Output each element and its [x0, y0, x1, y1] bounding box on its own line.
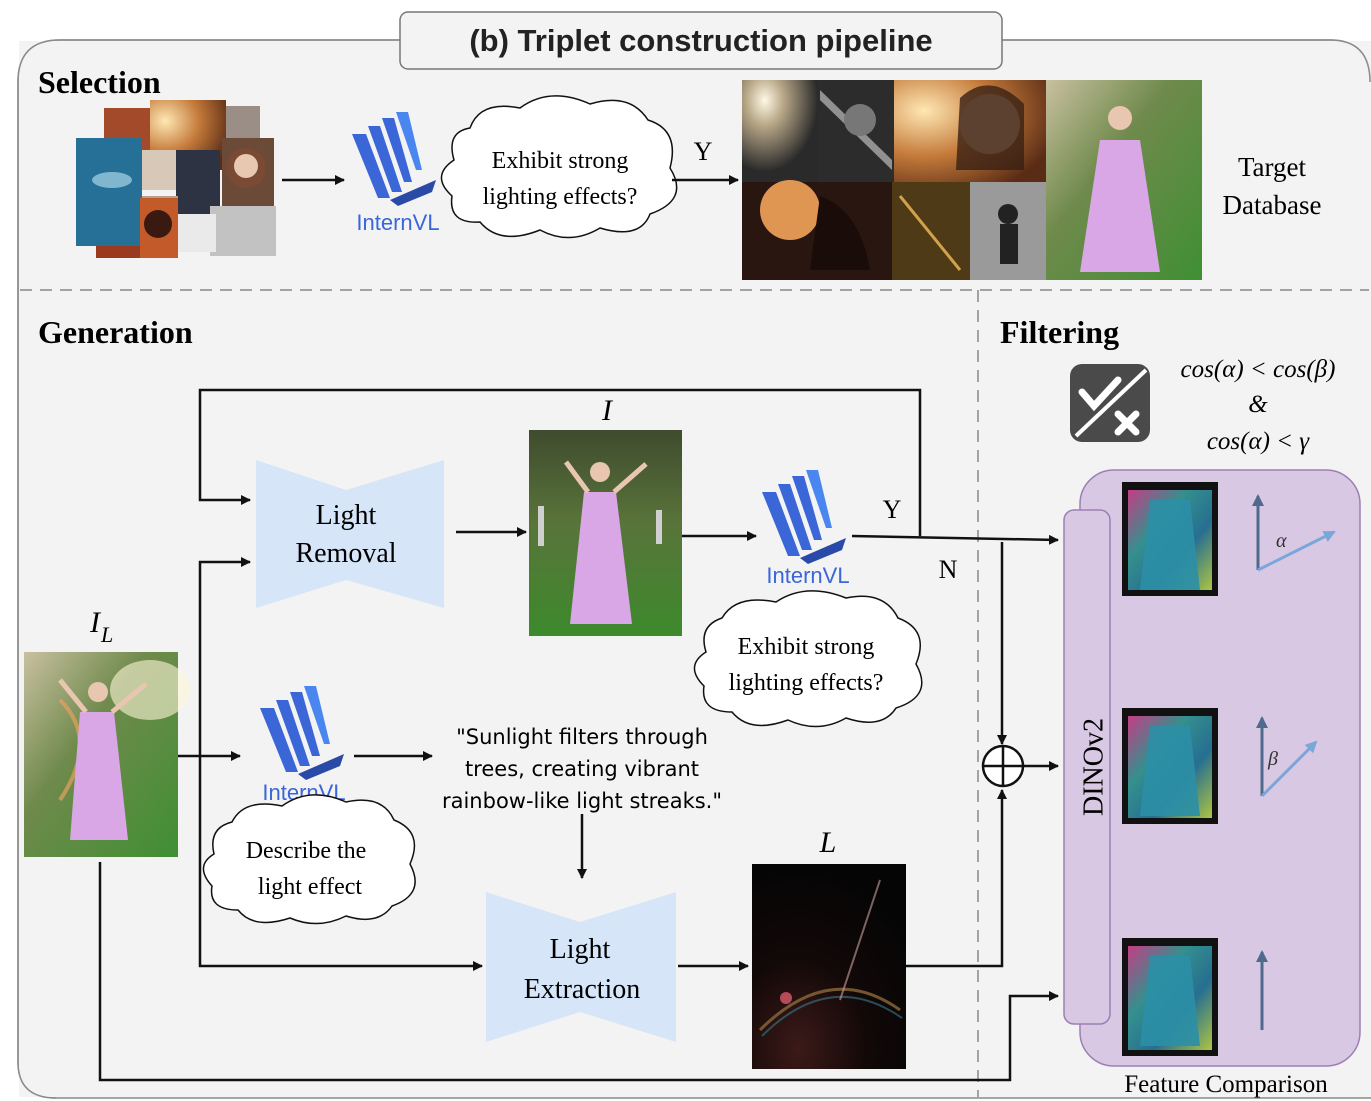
- svg-text:"Sunlight filters through: "Sunlight filters through: [456, 725, 708, 749]
- output-photo-unlit: [529, 430, 682, 636]
- diagram-title: (b) Triplet construction pipeline: [469, 23, 932, 58]
- internvl-icon: [352, 112, 436, 206]
- svg-text:lighting effects?: lighting effects?: [729, 670, 884, 696]
- describe-cloud: Describe the light effect: [202, 794, 416, 925]
- no-label-generation: N: [939, 555, 958, 584]
- target-photo-grid: [742, 80, 1202, 280]
- question-cloud-generation: Exhibit strong lighting effects?: [693, 590, 923, 728]
- symbol-I: I: [601, 394, 614, 427]
- svg-text:α: α: [1276, 530, 1287, 552]
- light-caption: "Sunlight filters through trees, creatin…: [442, 725, 722, 813]
- light-layer-photo: [752, 864, 906, 1069]
- svg-text:Light: Light: [316, 500, 377, 531]
- svg-text:lighting effects?: lighting effects?: [483, 184, 638, 210]
- internvl-logo-selection: InternVL: [352, 112, 440, 235]
- svg-text:trees, creating vibrant: trees, creating vibrant: [465, 757, 699, 781]
- internvl-icon: [762, 470, 846, 564]
- sum-operator: [981, 744, 1025, 788]
- filter-check-icon: [1070, 364, 1150, 442]
- vector-beta: β: [1256, 716, 1318, 798]
- target-database-label-line1: Target: [1238, 152, 1307, 182]
- svg-text:&: &: [1248, 391, 1268, 418]
- light-extraction-block: Light Extraction: [486, 892, 676, 1042]
- internvl-label: InternVL: [356, 210, 439, 235]
- section-title-generation: Generation: [38, 314, 193, 350]
- svg-text:Extraction: Extraction: [524, 974, 641, 1005]
- svg-text:light effect: light effect: [258, 874, 363, 900]
- feature-map-1: [1122, 482, 1218, 596]
- title-box: (b) Triplet construction pipeline: [399, 11, 1003, 70]
- svg-text:Removal: Removal: [295, 538, 396, 569]
- symbol-IL: I L: [89, 606, 113, 647]
- section-title-filtering: Filtering: [1000, 314, 1119, 350]
- feature-map-3: [1122, 938, 1218, 1056]
- yes-label-generation: Y: [883, 495, 902, 524]
- svg-text:Exhibit strong: Exhibit strong: [492, 148, 629, 174]
- svg-text:rainbow-like light streaks.": rainbow-like light streaks.": [442, 789, 722, 813]
- svg-text:Light: Light: [550, 934, 611, 965]
- panel-border: [17, 39, 1371, 1099]
- symbol-L: L: [819, 826, 837, 859]
- internvl-icon: [260, 686, 344, 780]
- svg-text:cos(α) < γ: cos(α) < γ: [1207, 428, 1310, 455]
- svg-text:β: β: [1267, 748, 1278, 770]
- svg-text:Describe the: Describe the: [246, 838, 367, 864]
- section-title-selection: Selection: [38, 64, 161, 100]
- svg-text:Exhibit strong: Exhibit strong: [738, 634, 875, 660]
- question-cloud-selection: Exhibit strong lighting effects?: [440, 95, 678, 239]
- yes-label-selection: Y: [694, 137, 713, 166]
- svg-text:L: L: [100, 622, 113, 647]
- target-database-label-line2: Database: [1223, 190, 1322, 220]
- internvl-logo-check: InternVL: [762, 470, 850, 588]
- input-photo-lit: [24, 652, 190, 857]
- light-removal-block: Light Removal: [256, 460, 444, 608]
- feature-map-2: [1122, 708, 1218, 824]
- generation-connectors: [98, 388, 1059, 1082]
- vector-alpha: α: [1252, 494, 1336, 572]
- dino-encoder: DINOv2: [1063, 509, 1111, 1025]
- feature-comparison-label: Feature Comparison: [1124, 1071, 1328, 1098]
- source-photo-collage: [76, 100, 276, 258]
- filter-condition: cos(α) < cos(β) & cos(α) < γ: [1181, 356, 1336, 455]
- svg-text:cos(α) < cos(β): cos(α) < cos(β): [1181, 356, 1336, 383]
- svg-text:DINOv2: DINOv2: [1078, 718, 1109, 816]
- internvl-label: InternVL: [766, 563, 849, 588]
- svg-text:I: I: [89, 606, 102, 639]
